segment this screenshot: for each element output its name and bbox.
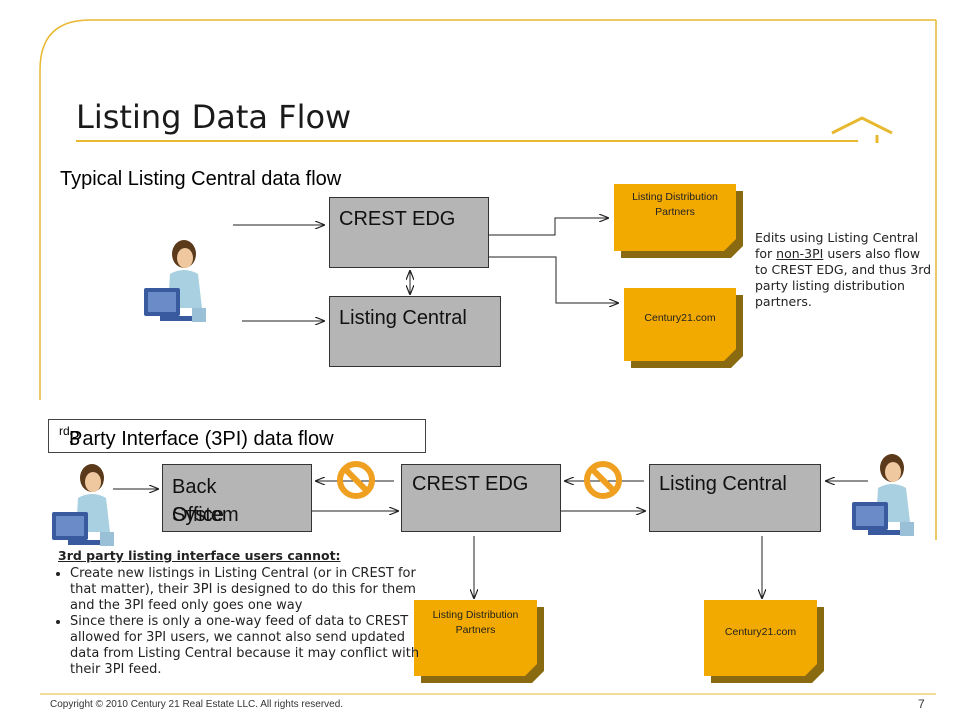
partners-note-label: Listing Distribution Partners (632, 191, 718, 218)
listing-central-label-2: Listing Central (659, 473, 787, 495)
note-c21-bottom (704, 600, 824, 683)
back-office-line2: System (172, 504, 239, 526)
note-partners-top (614, 184, 743, 258)
cannot-bullet-2: Since there is only a one-way feed of da… (70, 614, 428, 678)
cannot-list: 3rd party listing interface users cannot… (58, 548, 428, 678)
edits-note-text-2: users also flow to CREST EDG, and thus 3… (755, 246, 932, 309)
c21-note-label: Century21.com (644, 312, 716, 324)
house-roof-icon (831, 116, 893, 135)
arrow-crest-to-c21 (489, 256, 618, 303)
edits-note-underline: non-3PI (776, 246, 824, 261)
blocked-icon-left (337, 461, 375, 499)
user-at-computer-icon (144, 240, 206, 322)
user-at-computer-icon-3 (852, 454, 914, 536)
blocked-icon-right (584, 461, 622, 499)
crest-edg-label-2: CREST EDG (412, 473, 529, 495)
copyright: Copyright © 2010 Century 21 Real Estate … (50, 699, 344, 710)
section2-heading-num: 3 (69, 428, 81, 450)
cannot-heading: 3rd party listing interface users cannot… (58, 548, 341, 563)
crest-edg-box: CREST EDG (329, 197, 489, 268)
slide-frame (39, 19, 936, 400)
section1-heading: Typical Listing Central data flow (60, 168, 342, 190)
edits-note: Edits using Listing Central for non-3PI … (755, 230, 935, 310)
cannot-bullet-1: Create new listings in Listing Central (… (70, 566, 428, 614)
user-at-computer-icon-2 (52, 464, 114, 546)
listing-central-box: Listing Central (329, 296, 501, 367)
back-office-line1: Back Office (172, 476, 224, 526)
listing-central-box-2: Listing Central (649, 464, 821, 532)
crest-edg-label: CREST EDG (339, 208, 456, 230)
note-c21-top (624, 288, 743, 368)
arrow-crest-to-partners (489, 218, 608, 236)
section2-heading-sup: rd (59, 424, 70, 438)
page-title: Listing Data Flow (76, 98, 352, 136)
crest-edg-box-2: CREST EDG (401, 464, 561, 532)
partners-note-label-2: Listing Distribution Partners (432, 609, 519, 636)
note-partners-bottom (414, 600, 544, 683)
listing-central-label: Listing Central (339, 307, 467, 329)
section2-heading-text: Party Interface (3PI) data flow (69, 428, 334, 450)
page-number: 7 (918, 697, 925, 711)
edits-note-text-1: Edits using Listing Central for (755, 230, 919, 261)
c21-note-label-2: Century21.com (724, 626, 797, 638)
